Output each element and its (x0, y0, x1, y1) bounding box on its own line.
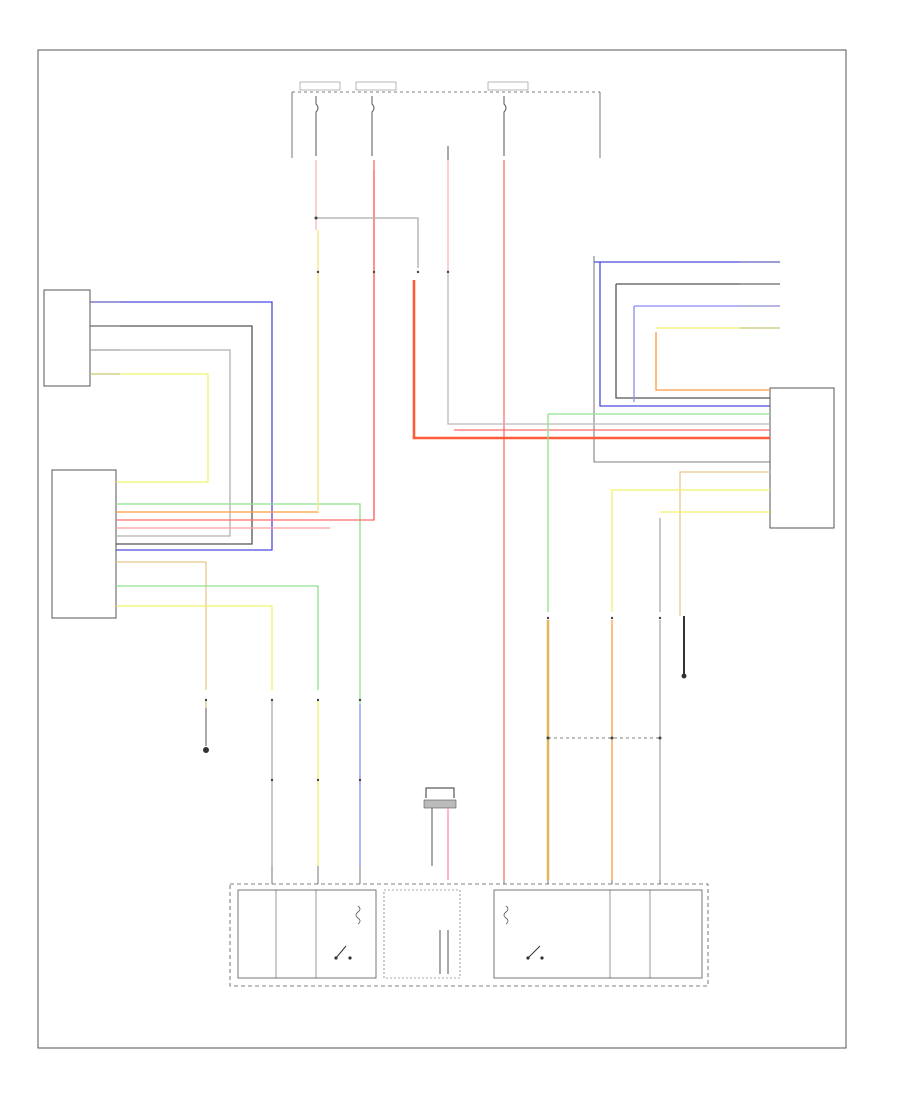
wire-orange-left (116, 230, 319, 513)
wire-tan-ground (116, 561, 207, 690)
wire-orange-right (655, 332, 770, 391)
switch-contact-right (527, 945, 541, 959)
bottom-switch-assembly (229, 883, 709, 987)
wire-yellow-right-2 (611, 489, 770, 612)
wire-yellow-left-2 (116, 605, 273, 690)
wire-gray-harness-v (447, 270, 770, 425)
right-seat-module (769, 387, 835, 529)
wire-gray-left (90, 325, 253, 545)
wire-green-left-2 (116, 585, 319, 690)
wire-tan-right (679, 471, 770, 616)
terminal-stubs-right (503, 880, 661, 884)
terminal-stubs-left (271, 866, 361, 884)
connector-dots (204, 216, 662, 782)
heater-element-right (503, 905, 509, 925)
right-switch-connector (593, 256, 772, 463)
fuse-2 (371, 96, 375, 156)
switch-contact-left (335, 945, 347, 959)
ground-symbol-left (203, 708, 209, 753)
wire-blue-left (90, 301, 273, 551)
fuse-3 (503, 96, 507, 156)
wire-green-harness (547, 413, 770, 612)
splice-connector-top (423, 787, 457, 866)
fuse-1 (315, 96, 319, 156)
left-switch-connector (43, 289, 91, 387)
wire-gray-top (316, 217, 419, 268)
wire-gray-right (615, 283, 780, 399)
wire-red-left (116, 170, 375, 521)
wire-green-left-1 (116, 503, 361, 704)
left-seat-module (51, 469, 117, 619)
pin-stubs (90, 261, 780, 375)
fuse-box-top (291, 81, 601, 160)
wire-redorange-harness (412, 280, 770, 440)
wire-yellow-left (90, 373, 209, 483)
wire-lightgray-left (90, 349, 231, 537)
heater-element-left (355, 905, 361, 925)
ground-symbol-right (681, 616, 687, 679)
diagram-frame (37, 49, 847, 1049)
